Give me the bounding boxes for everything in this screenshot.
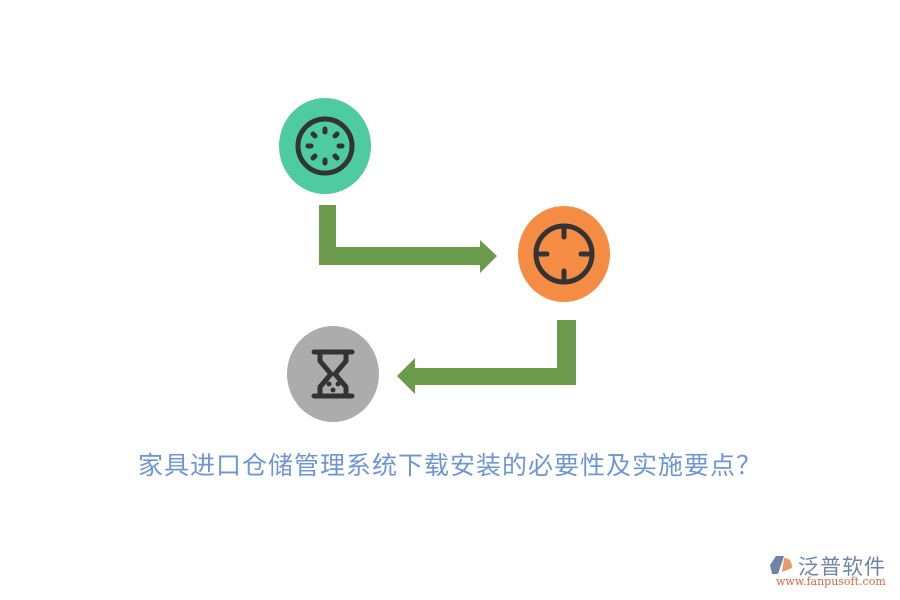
arrow-node1-to-node2 bbox=[319, 205, 497, 273]
arrow-node2-to-node3 bbox=[397, 320, 576, 394]
node-3-circle bbox=[287, 326, 379, 422]
logo-name: 泛普软件 bbox=[798, 555, 886, 579]
fanpu-logo[interactable]: 泛普软件 www.fanpusoft.com bbox=[768, 551, 896, 591]
diagram-title: 家具进口仓储管理系统下载安装的必要性及实施要点？ bbox=[137, 451, 762, 480]
fanpu-logo-icon bbox=[770, 556, 792, 574]
loading-spinner-icon bbox=[295, 116, 355, 176]
node-2-circle bbox=[518, 206, 610, 302]
hourglass-icon bbox=[311, 349, 355, 399]
logo-url: www.fanpusoft.com bbox=[776, 575, 886, 588]
node-1-circle bbox=[279, 98, 371, 194]
crosshair-target-icon bbox=[533, 223, 595, 285]
